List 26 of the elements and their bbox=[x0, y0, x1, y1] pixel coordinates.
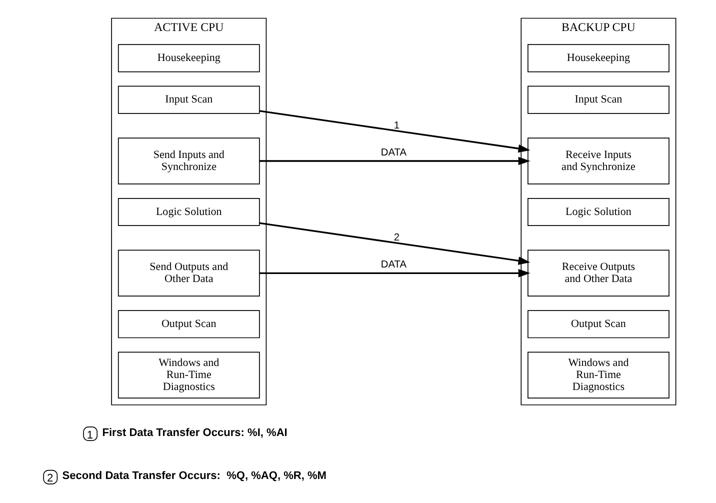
node-box: Receive Outputs and Other Data bbox=[528, 250, 670, 297]
node-box: Receive Inputs and Synchronize bbox=[528, 138, 670, 184]
node-box: Input Scan bbox=[528, 86, 670, 114]
edge-label: DATA bbox=[380, 148, 407, 159]
edge-label: 2 bbox=[394, 232, 400, 244]
node-box: Housekeeping bbox=[118, 44, 260, 72]
node-box: Input Scan bbox=[118, 86, 260, 114]
label: 1 bbox=[86, 429, 94, 442]
edge-label: DATA bbox=[380, 260, 407, 271]
arrow bbox=[260, 269, 530, 278]
node-box: Send Outputs and Other Data bbox=[118, 250, 260, 297]
label: 2 bbox=[46, 472, 54, 485]
arrow bbox=[259, 222, 530, 265]
label: Second Data Transfer Occurs: %Q, %AQ, %R, %M bbox=[62, 470, 327, 482]
arrow bbox=[260, 156, 530, 166]
node-box: Output Scan bbox=[118, 310, 260, 338]
node-box: Windows and Run-Time Diagnostics bbox=[528, 352, 670, 398]
arrow bbox=[259, 110, 530, 153]
node-box: Logic Solution bbox=[528, 198, 670, 226]
label: First Data Transfer Occurs: %I, %AI bbox=[102, 426, 288, 439]
node-box: Logic Solution bbox=[118, 198, 260, 226]
node-box: Output Scan bbox=[528, 310, 670, 338]
edge-label: 1 bbox=[394, 120, 400, 132]
node-box: Send Inputs and Synchronize bbox=[118, 138, 260, 184]
node-box: Windows and Run-Time Diagnostics bbox=[118, 352, 260, 398]
node-box: Housekeeping bbox=[528, 44, 670, 72]
